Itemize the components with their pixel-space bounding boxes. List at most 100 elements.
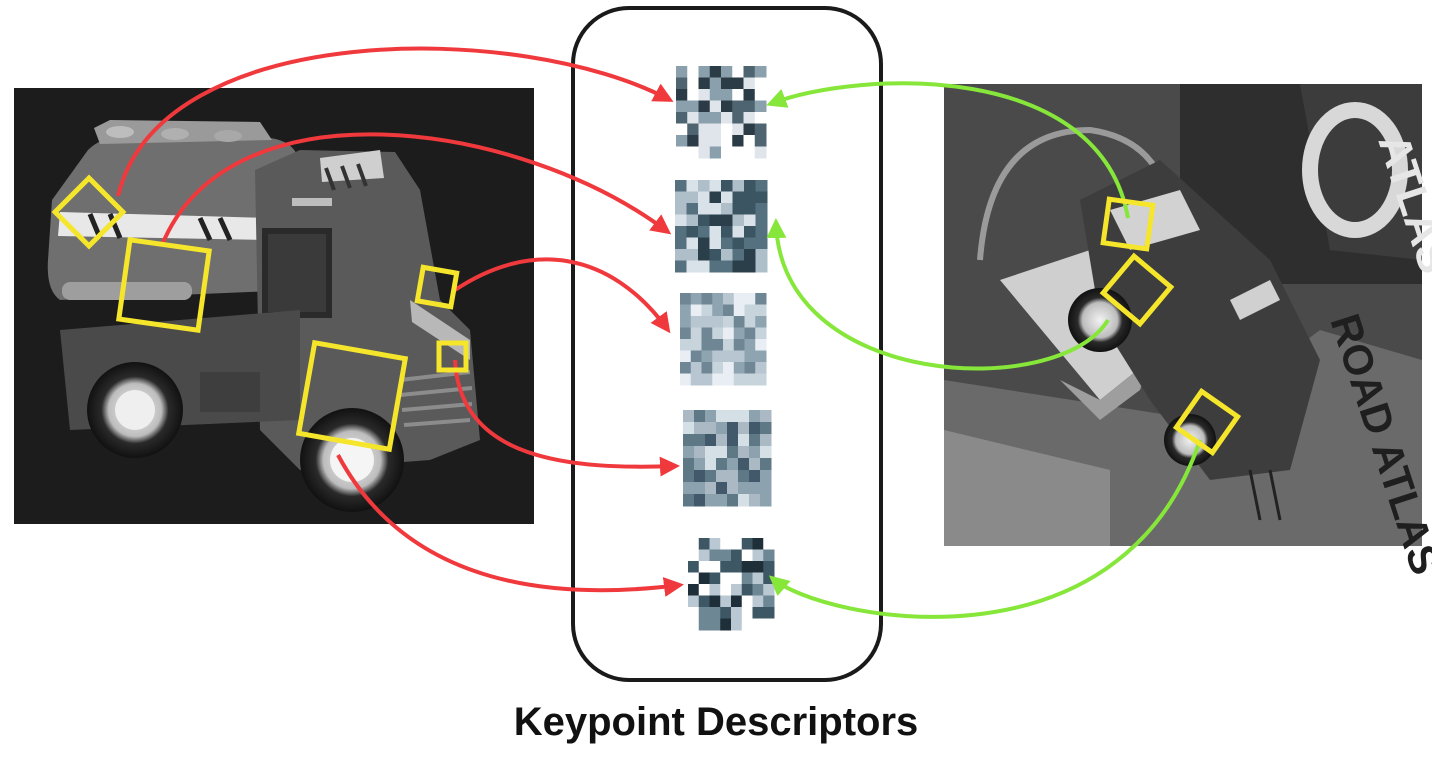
descriptor-pixel: [738, 494, 750, 507]
descriptor-pixel: [720, 584, 732, 596]
left-match-arrows: [116, 46, 684, 597]
descriptor-pixel: [698, 584, 710, 596]
descriptor-pixel: [690, 304, 702, 317]
descriptor-pixel: [733, 316, 745, 328]
descriptor-pixel: [763, 561, 775, 573]
descriptor-pixel: [701, 304, 713, 317]
descriptor-pixel: [688, 618, 700, 631]
descriptor-pixel: [698, 203, 710, 215]
descriptor-pixel: [709, 595, 721, 608]
descriptor-pixel: [690, 293, 702, 305]
descriptor-pixel: [680, 327, 692, 340]
descriptor-pixel: [723, 362, 735, 374]
descriptor-pixel: [749, 458, 761, 471]
descriptor-pixel: [709, 89, 722, 101]
descriptor-pixel: [752, 595, 764, 608]
descriptor-pixel: [698, 112, 711, 124]
descriptor-pixel: [716, 410, 728, 423]
descriptor-pixel: [760, 458, 772, 471]
descriptor-pixel: [721, 180, 733, 192]
descriptor-pixel: [698, 135, 711, 147]
descriptor-pixel: [709, 123, 722, 136]
descriptor-pixel: [763, 572, 775, 585]
descriptor-pixel: [698, 260, 710, 273]
descriptor-pixel: [701, 350, 713, 363]
descriptor-pixel: [754, 66, 767, 78]
descriptor-pixel: [731, 561, 743, 573]
descriptor-pixel: [741, 584, 753, 596]
red-arrow-1: [116, 46, 674, 197]
descriptor-pixel: [676, 123, 688, 136]
descriptor-pixel: [731, 595, 743, 608]
descriptor-pixel: [763, 538, 775, 550]
descriptor-pixel: [698, 191, 710, 204]
descriptor-pixel: [732, 214, 745, 227]
descriptor-pixel: [712, 373, 724, 386]
descriptor-pixel: [755, 214, 768, 227]
descriptor-pixel: [732, 77, 744, 90]
descriptor-pixel: [741, 572, 753, 585]
right-match-arrows: [766, 81, 1202, 619]
descriptor-pixel: [688, 595, 700, 608]
descriptor-pixel: [743, 89, 756, 101]
descriptor-pixel: [743, 146, 756, 159]
descriptor-pixel: [716, 494, 728, 507]
descriptor-pixel: [683, 422, 695, 435]
descriptor-pixel: [744, 226, 756, 238]
descriptor-pixel: [680, 339, 692, 351]
descriptor-pixel: [721, 249, 733, 261]
descriptor-pixel: [741, 549, 753, 562]
descriptor-pixel: [694, 494, 706, 507]
descriptor-pixel: [731, 538, 743, 550]
descriptor-pixel: [712, 350, 724, 363]
descriptor-pixel: [749, 482, 761, 495]
descriptor-pixel: [709, 100, 722, 113]
descriptor-pixel: [732, 226, 745, 238]
descriptor-pixel: [755, 293, 767, 305]
descriptor-pixel: [733, 293, 745, 305]
descriptor-pixel: [763, 607, 775, 619]
keypoint-box-left-2: [115, 236, 213, 334]
descriptor-pixel: [686, 226, 699, 238]
descriptor-pixel: [763, 595, 775, 608]
descriptor-pixel: [687, 66, 699, 78]
descriptor-pixel: [698, 66, 711, 78]
descriptor-pixel: [709, 549, 721, 562]
descriptor-pixel: [676, 89, 688, 101]
descriptor-pixel: [680, 362, 692, 374]
descriptor-pixel: [675, 203, 687, 215]
descriptor-pixel: [721, 237, 733, 250]
descriptor-pixel: [705, 458, 717, 471]
descriptor-pixel: [741, 595, 753, 608]
right-keypoints: [1099, 196, 1242, 457]
descriptor-pixel: [755, 226, 768, 238]
descriptor-pixel: [698, 595, 710, 608]
descriptor-pixel: [675, 226, 687, 238]
descriptor-pixel: [721, 77, 733, 90]
descriptor-pixel: [683, 410, 695, 423]
descriptor-pixel: [676, 112, 688, 124]
descriptor-pixel: [720, 618, 732, 631]
descriptor-pixel: [721, 66, 733, 78]
descriptor-pixel: [754, 135, 767, 147]
descriptor-pixel: [721, 146, 733, 159]
descriptor-pixel: [763, 584, 775, 596]
descriptor-pixel: [760, 470, 772, 483]
descriptor-pixel: [709, 214, 722, 227]
descriptor-pixel: [688, 538, 700, 550]
descriptor-pixel: [690, 373, 702, 386]
descriptor-pixel: [712, 316, 724, 328]
descriptor-pixel: [732, 237, 745, 250]
descriptor-pixel: [687, 135, 699, 147]
descriptor-pixel: [688, 549, 700, 562]
descriptor-pixel: [698, 100, 711, 113]
descriptor-pixel: [752, 572, 764, 585]
descriptor-pixel: [705, 434, 717, 447]
descriptor-pixel: [687, 146, 699, 159]
descriptor-pixel: [743, 135, 756, 147]
descriptor-pixel: [752, 561, 764, 573]
descriptor-pixel: [752, 607, 764, 619]
keypoint-box-right-3: [1172, 387, 1242, 457]
left-keypoints: [51, 174, 469, 453]
descriptor-pixel: [743, 112, 756, 124]
